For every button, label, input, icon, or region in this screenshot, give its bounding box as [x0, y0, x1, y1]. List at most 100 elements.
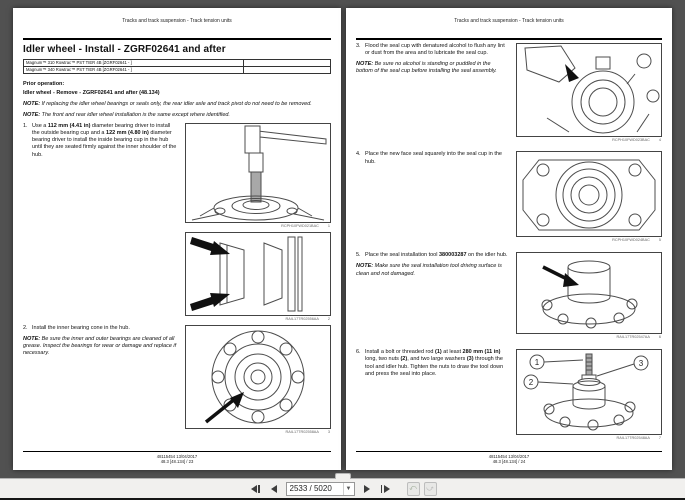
header-rule — [23, 37, 331, 40]
header-rule — [356, 37, 662, 40]
step-text: Place the new face seal squarely into th… — [365, 151, 502, 165]
next-page-skip-button[interactable] — [379, 483, 392, 495]
step-5: 5. Place the seal installation tool 3800… — [356, 252, 508, 259]
figure-frame — [185, 324, 331, 429]
step-number: 6. — [356, 349, 361, 356]
page-number-box: ▼ — [285, 481, 355, 496]
note-same: NOTE: The front and rear idler wheel ins… — [23, 111, 230, 118]
redo-arrow-icon: ⤻ — [426, 484, 434, 492]
running-header: Tracks and track suspension - Track tens… — [122, 18, 232, 24]
figure-number: 5 — [658, 238, 661, 243]
face-seal-illustration — [522, 159, 656, 231]
step-text: Place the seal installation tool 3800032… — [365, 252, 508, 259]
step-1: 1. Use a 112 mm (4.41 in) diameter beari… — [23, 123, 177, 159]
figure-frame: 1 2 3 — [516, 349, 662, 436]
figure-code: RAIL17TR02547AA — [616, 335, 650, 340]
pdf-viewer-canvas: Tracks and track suspension - Track tens… — [13, 8, 672, 470]
step-number: 3. — [356, 42, 361, 49]
step-number: 1. — [23, 122, 28, 129]
next-view-button[interactable]: ⤻ — [423, 481, 437, 496]
previous-view-button[interactable]: ⤺ — [406, 481, 420, 496]
bar-icon — [380, 484, 382, 493]
figure-frame — [516, 151, 662, 238]
step-text: Install the inner bearing cone in the hu… — [32, 324, 130, 331]
flush-seal-cup-illustration — [524, 44, 660, 133]
figure-number: 3 — [327, 429, 330, 434]
note-alcohol: NOTE: Be sure no alcohol is standing or … — [356, 60, 497, 74]
figure-code: RCPH10FWD024BAC — [612, 238, 650, 243]
figure-number: 7 — [658, 436, 661, 441]
undo-arrow-icon: ⤺ — [409, 484, 417, 492]
figure-number: 2 — [327, 316, 330, 321]
page-number-input[interactable] — [286, 482, 343, 495]
note-replace: NOTE: If replacing the idler wheel beari… — [23, 100, 312, 107]
figure-threaded-rod-assembly: 1 2 3 RAIL17TR02548AA 7 — [516, 349, 662, 441]
page-dropdown-button[interactable]: ▼ — [342, 482, 354, 495]
document-page-right: Tracks and track suspension - Track tens… — [346, 8, 672, 470]
figure-bearing-driver: RCPH10FWD021BAC 1 — [185, 122, 331, 229]
callout-2: 2 — [529, 378, 534, 387]
note-tool: NOTE: Make sure the seal installation to… — [356, 263, 502, 277]
step-3: 3. Flood the seal cup with denatured alc… — [356, 43, 508, 57]
bar-icon — [258, 484, 260, 493]
hub-front-illustration — [204, 330, 305, 424]
step-number: 2. — [23, 324, 28, 331]
figure-code: RAIL17TR02558AA — [285, 429, 319, 434]
figure-face-seal: RCPH10FWD024BAC 5 — [516, 151, 662, 243]
figure-inner-bearing-cone: RAIL17TR02558AA 3 — [185, 324, 331, 435]
view-history-group: ⤺ ⤻ — [406, 481, 437, 496]
section-title: Idler wheel - Install - ZGRF02641 and af… — [23, 43, 226, 55]
figure-frame — [516, 252, 662, 335]
note-bearings: NOTE: Be sure the inner and outer bearin… — [23, 335, 177, 357]
empty-cell — [244, 67, 330, 73]
seal-tool-illustration — [541, 260, 638, 329]
page-number: 48.3 [48.134] / 24 — [492, 459, 526, 465]
model-table: Magnum™ 310 Rowtrac™ PST TIER 4B [ZGRF02… — [23, 58, 331, 75]
next-page-button[interactable] — [362, 483, 372, 495]
toolbar-handle[interactable] — [334, 473, 351, 479]
figure-number: 1 — [327, 223, 330, 228]
previous-page-skip-button[interactable] — [249, 483, 262, 495]
callout-1: 1 — [535, 358, 540, 367]
figure-code: RCPH10FWD023BAC — [612, 137, 650, 142]
model-cell: Magnum™ 310 Rowtrac™ PST TIER 4B [ZGRF02… — [24, 59, 245, 66]
step-6: 6. Install a bolt or threaded rod (1) at… — [356, 349, 508, 378]
publication-number: 48115454 13/04/2017 — [156, 453, 198, 459]
figure-frame — [185, 122, 331, 223]
figure-frame — [516, 42, 662, 137]
arrow-right-icon — [383, 484, 390, 493]
step-text: Use a 112 mm (4.41 in) diameter bearing … — [32, 122, 177, 158]
table-row: Magnum™ 310 Rowtrac™ PST TIER 4B [ZGRF02… — [24, 59, 330, 67]
figure-number: 6 — [658, 335, 661, 340]
prior-operation-reference: Idler wheel - Remove - ZGRF02641 and aft… — [23, 89, 160, 96]
arrow-left-icon — [270, 484, 277, 493]
step-text: Install a bolt or threaded rod (1) at le… — [365, 349, 504, 377]
figure-frame — [185, 231, 331, 316]
step-number: 4. — [356, 151, 361, 158]
bearing-cups-illustration — [190, 236, 303, 312]
figure-code: RAIL17TR02548AA — [616, 436, 650, 441]
page-number: 48.3 [48.134] / 23 — [160, 459, 194, 465]
document-page-left: Tracks and track suspension - Track tens… — [13, 8, 341, 470]
model-cell: Magnum™ 340 Rowtrac™ PST TIER 4B [ZGRF02… — [24, 66, 245, 74]
figure-flush-seal-cup: RCPH10FWD023BAC 4 — [516, 42, 662, 143]
viewer-toolbar: ▼ ⤺ ⤻ — [0, 473, 685, 500]
figure-code: RCPH10FWD021BAC — [281, 223, 319, 228]
bearing-driver-illustration — [191, 125, 327, 221]
threaded-rod-illustration: 1 2 3 — [523, 353, 649, 431]
step-text: Flood the seal cup with denatured alcoho… — [365, 42, 505, 56]
page-footer: 48115454 13/04/2017 48.3 [48.134] / 23 — [23, 450, 331, 465]
page-footer: 48115454 13/04/2017 48.3 [48.134] / 24 — [356, 450, 662, 465]
arrow-right-icon — [363, 484, 370, 493]
prior-operation-label: Prior operation: — [23, 81, 65, 88]
figure-code: RAIL17TR02556AA — [285, 316, 319, 321]
empty-cell — [244, 60, 330, 66]
step-4: 4. Place the new face seal squarely into… — [356, 151, 508, 165]
previous-page-button[interactable] — [269, 483, 279, 495]
figure-number: 4 — [658, 137, 661, 142]
callout-3: 3 — [639, 359, 644, 368]
arrow-left-icon — [250, 484, 257, 493]
figure-seal-installation-tool: RAIL17TR02547AA 6 — [516, 252, 662, 340]
table-row: Magnum™ 340 Rowtrac™ PST TIER 4B [ZGRF02… — [24, 66, 330, 74]
figure-bearing-cups-section: RAIL17TR02556AA 2 — [185, 231, 331, 322]
